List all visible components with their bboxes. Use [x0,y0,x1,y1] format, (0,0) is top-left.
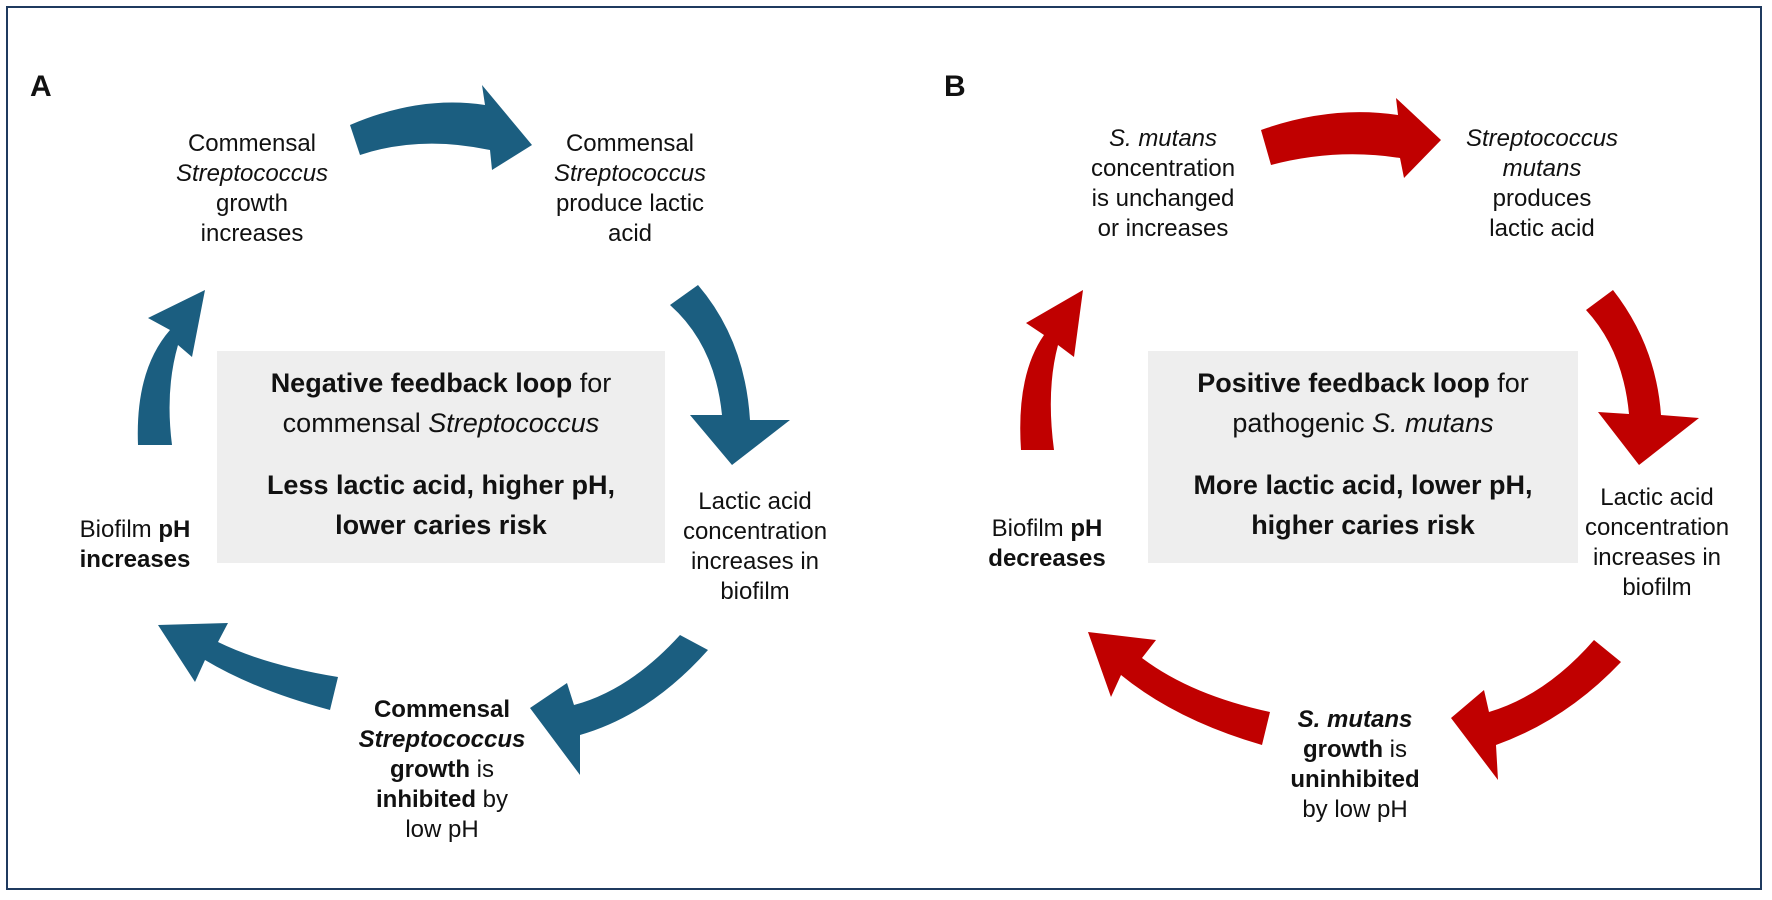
label-line: increases in [690,548,820,575]
panel-a-arrow-top [350,85,532,170]
panel-b-step-concentration-unchanged: S. mutans concentration is unchanged or … [1091,124,1235,244]
label-line: acid [607,220,653,247]
label-line: mutans [1502,155,1582,182]
label-bold-part: inhibited [376,786,476,813]
panel-a-arrow-left [137,290,205,445]
label-line: or increases [1097,215,1229,242]
label-line: growth is [1290,735,1419,765]
box-summary-line-1: More lactic acid, lower pH, [1193,470,1533,500]
box-summary-line-2: higher caries risk [1251,510,1475,540]
box-title-rest: for [572,368,612,398]
panel-b-arrow-upper-right [1586,290,1699,465]
label-line: Lactic acid [1600,484,1714,511]
panel-b-letter: B [944,70,966,103]
label-line: concentration [1584,514,1730,541]
panel-b-arrow-left [1020,290,1083,450]
box-title-bold: Positive feedback loop [1197,368,1490,398]
label-line: low pH [405,816,479,843]
panel-b-cycle-arrows [1020,98,1699,780]
label-pre-part: Biofilm [79,516,159,543]
box-summary-line-2: lower caries risk [335,510,547,540]
label-line: biofilm [720,578,790,605]
label-line: produce lactic [555,190,705,217]
label-rest-part: is [469,756,494,783]
box-subtitle: commensal Streptococcus [217,403,665,443]
label-bold-part: growth [390,756,470,783]
label-line: concentration [1090,155,1236,182]
label-rest-part: is [1382,736,1407,763]
panel-a-summary-box: Negative feedback loop for commensal Str… [217,351,665,563]
label-line: Biofilm pH [80,515,191,545]
panel-a-step-produce-lactic-acid: Commensal Streptococcus produce lactic a… [554,129,706,249]
box-subtitle-pre: commensal [282,408,429,438]
label-line: Streptococcus [553,160,707,187]
panel-b-step-lactic-acid-concentration: Lactic acid concentration increases in b… [1585,483,1729,603]
panel-b-step-ph-decreases: Biofilm pH decreases [988,514,1105,574]
panel-a-step-lactic-acid-concentration: Lactic acid concentration increases in b… [683,487,827,607]
panel-b-step-growth-uninhibited: S. mutans growth is uninhibited by low p… [1290,705,1419,825]
label-line: biofilm [1622,574,1692,601]
label-line: uninhibited [1290,766,1420,793]
box-subtitle-italic: S. mutans [1372,408,1494,438]
label-line: is unchanged [1091,185,1235,212]
panel-a-arrow-lower-right [530,635,708,775]
panel-b-step-produces-lactic-acid: Streptococcus mutans produces lactic aci… [1466,124,1618,244]
box-title: Negative feedback loop for [217,363,665,403]
label-rest-part: by [475,786,508,813]
panel-a-cycle-arrows [137,85,790,775]
panel-b: B S. mutans concentration is unchanged o… [886,0,1772,900]
label-line: Streptococcus [1465,125,1619,152]
label-pre-part: Biofilm [991,515,1071,542]
label-line: S. mutans [1108,125,1218,152]
panel-a-step-growth-inhibited: Commensal Streptococcus growth is inhibi… [359,695,526,845]
box-title-bold: Negative feedback loop [270,368,573,398]
panel-b-arrow-top [1261,98,1441,178]
label-bold-part: pH [158,516,191,543]
panel-a-letter: A [30,70,52,103]
label-line: produces [1492,185,1592,212]
label-line: lactic acid [1489,215,1595,242]
box-subtitle: pathogenic S. mutans [1148,403,1578,443]
label-line: Biofilm pH [988,514,1105,544]
label-bold-part: pH [1070,515,1103,542]
label-line: inhibited by [359,785,526,815]
label-line: increases [200,220,304,247]
panel-a-step-ph-increases: Biofilm pH increases [80,515,191,575]
label-line: increases [79,546,191,573]
panel-a-arrow-upper-right [670,285,790,465]
label-line: by low pH [1302,796,1408,823]
box-title-rest: for [1489,368,1529,398]
panel-a-step-growth-increases: Commensal Streptococcus growth increases [176,129,328,249]
figure-frame [6,6,1762,890]
label-line: growth [215,190,289,217]
label-line: growth is [359,755,526,785]
box-summary-line-1: Less lactic acid, higher pH, [266,470,616,500]
panel-a: A Commensal Streptococcus growth increas… [30,70,827,845]
panel-b-summary-box: Positive feedback loop for pathogenic S.… [1148,351,1578,563]
panel-b-arrow-lower-right [1451,640,1621,780]
label-line: Streptococcus [358,726,526,753]
label-line: S. mutans [1297,706,1413,733]
label-bold-part: growth [1303,736,1383,763]
label-line: Commensal [373,696,511,723]
box-subtitle-italic: Streptococcus [428,408,600,438]
panel-a-arrow-lower-left [158,623,338,710]
label-line: Commensal [565,130,695,157]
box-subtitle-pre: pathogenic [1232,408,1373,438]
label-line: Lactic acid [698,488,812,515]
box-title: Positive feedback loop for [1148,363,1578,403]
label-line: decreases [988,545,1106,572]
label-line: concentration [682,518,828,545]
label-line: Streptococcus [175,160,329,187]
label-line: increases in [1592,544,1722,571]
label-line: Commensal [187,130,317,157]
panel-b-arrow-lower-left [1088,632,1270,745]
